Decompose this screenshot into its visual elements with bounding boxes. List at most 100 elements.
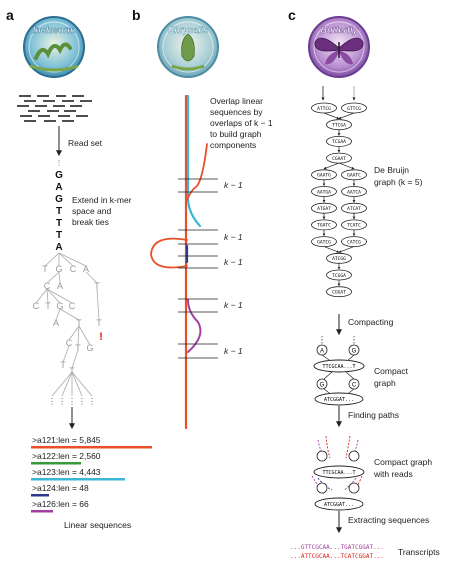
butterfly-icon: [314, 37, 364, 65]
tree-letter: A: [53, 318, 59, 328]
tree-letter: T: [45, 301, 51, 311]
extend-label-line2: space and: [72, 206, 111, 216]
kmer-node: [311, 169, 337, 181]
compact-node-small-label: G: [352, 349, 357, 355]
tree-letter: C: [66, 338, 73, 348]
kmer-edge: [338, 112, 355, 120]
kmer-node: [326, 119, 352, 131]
tree-letter: G: [86, 343, 93, 353]
contig-label: >a124:len = 48: [32, 483, 89, 493]
contig-bar-a124: [31, 494, 49, 497]
kmer-letter: A: [55, 182, 62, 193]
transcript-line-1: ...GTTCGCAA...TGATCGGAT...: [290, 544, 384, 551]
svg-text:⋮: ⋮: [58, 397, 66, 406]
tree-letter: T: [76, 318, 82, 328]
inchworm-badge: Inchworm: [23, 16, 85, 78]
read-node-small: [316, 482, 328, 494]
overlap-label: k − 1: [224, 180, 243, 190]
kmer-node-label: TGATC: [317, 223, 331, 229]
svg-text:⋮: ⋮: [78, 397, 86, 406]
svg-text:⋮: ⋮: [68, 397, 76, 406]
finding-paths-label: Finding paths: [348, 410, 399, 420]
butterfly-badge-label: Butterfly: [320, 25, 358, 35]
panel-b-letter: b: [132, 7, 141, 23]
read-node-bottom: [314, 497, 364, 511]
extracting-label: Extracting sequences: [348, 515, 429, 525]
kmer-letter: T: [56, 206, 62, 217]
kmer-node: [341, 219, 367, 231]
kmer-letter: G: [55, 170, 63, 181]
compact-graph-label-line: Compact: [374, 366, 409, 376]
contig-bar-a122: [31, 462, 81, 465]
kmer-node: [311, 236, 337, 248]
chrysalis-desc-line: components: [210, 140, 256, 150]
tree-letter: T: [96, 318, 102, 328]
kmer-node: [311, 102, 337, 114]
chrysalis-desc-line: Overlap linear: [210, 96, 263, 106]
tree-letter: T: [42, 264, 48, 274]
transcripts-label: Transcripts: [398, 547, 440, 557]
tree-letter: T: [94, 281, 100, 291]
debruijn-label-line: De Bruijn: [374, 165, 409, 175]
tree-letter: T: [75, 343, 81, 353]
compact-graph-reads: TTCGCAA...T ATCGGAT...: [311, 435, 365, 511]
tree-letter: T: [60, 360, 66, 370]
kmer-node: [341, 169, 367, 181]
kmer-letter: T: [56, 230, 62, 241]
compact-node-bottom: [314, 392, 364, 406]
kmer-node-label: CATCG: [347, 239, 361, 245]
inchworm-icon: [34, 42, 72, 60]
chrysalis-badge: Chrysalis: [157, 16, 219, 78]
svg-text:⋮: ⋮: [48, 397, 56, 406]
kmer-node: [326, 152, 352, 164]
kmer-node: [326, 286, 352, 298]
compact-node-bottom-label: ATCGGAT...: [324, 397, 354, 403]
ellipsis-top: ⋮: [56, 160, 63, 167]
compact-graph-label-line: graph: [374, 378, 396, 388]
debruijn-label: De Bruijn graph (k = 5): [374, 165, 423, 187]
kmer-node: [341, 236, 367, 248]
orange-loop: [150, 237, 188, 269]
overlap-label: k − 1: [224, 257, 243, 267]
kmer-node: [311, 202, 337, 214]
tree-letter: T: [69, 366, 75, 376]
read-node-small: [348, 482, 360, 494]
tree-letter: C: [70, 264, 77, 274]
kmer-node-label: GATCG: [317, 239, 331, 245]
kmer-node-label: ATGAT: [317, 206, 331, 212]
kmer-node-label: AATCA: [347, 189, 361, 195]
kmer-node: [341, 102, 367, 114]
tree-letter: C: [33, 301, 40, 311]
contig-label: >a126:len = 66: [32, 499, 89, 509]
contig-bar-a126: [31, 510, 53, 513]
compact-node-top: [313, 359, 365, 373]
transcript-line-2: ...ATTCGCAA...TCATCGGAT...: [290, 553, 384, 560]
kmer-node-label: CGGAT: [332, 290, 346, 296]
panel-a: a Inchworm Read set ⋮ G A G T T T: [6, 7, 152, 530]
read-set-dashes: [17, 95, 92, 122]
contig-label: >a123:len = 4,443: [32, 467, 101, 477]
kmer-letters: G A G T T T A: [55, 170, 63, 253]
tree-letter: C: [44, 281, 51, 291]
kmer-node-label: GAATG: [317, 173, 331, 179]
compact-node-top-label: TTCGCAA...T: [322, 364, 355, 370]
contig-label: >a121:len = 5,845: [32, 435, 101, 445]
overlap-label: k − 1: [224, 232, 243, 242]
compact-reads-label-line: Compact graph: [374, 457, 432, 467]
kmer-node-label: TTCGA: [332, 123, 346, 129]
read-node-bottom-label: ATCGGAT...: [324, 502, 354, 508]
kmer-node-label: CGAAT: [332, 156, 346, 162]
kmer-node-label: TCATC: [347, 223, 361, 229]
read-node-top: [313, 465, 365, 479]
tree-letter: C: [69, 301, 76, 311]
read-set-label: Read set: [68, 138, 103, 148]
kmer-letter: A: [55, 242, 62, 253]
compact-node-small-label: A: [320, 349, 324, 355]
tree-letter: G: [55, 264, 62, 274]
kmer-node: [326, 252, 352, 264]
chrysalis-desc-line: sequences by: [210, 107, 263, 117]
kmer-edge: [323, 112, 340, 120]
overlap-brackets: [178, 178, 218, 359]
